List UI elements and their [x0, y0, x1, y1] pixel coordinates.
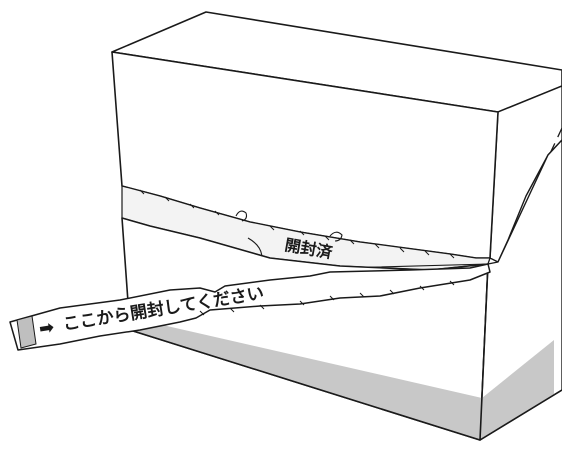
tab-grip-stripe [16, 315, 37, 349]
base-gray-band-side [480, 340, 554, 440]
arrow-icon: ➡ [37, 317, 55, 340]
lid-right-side [489, 85, 562, 263]
tab-perforation-ticks [199, 280, 455, 316]
torn-hole-1 [235, 210, 248, 222]
base-gray-band-front [130, 318, 482, 440]
tear-ticks-upper [139, 189, 455, 259]
pull-tab-strip [9, 263, 491, 351]
base-outline-redraw [129, 263, 562, 441]
torn-hole-2 [329, 231, 343, 242]
